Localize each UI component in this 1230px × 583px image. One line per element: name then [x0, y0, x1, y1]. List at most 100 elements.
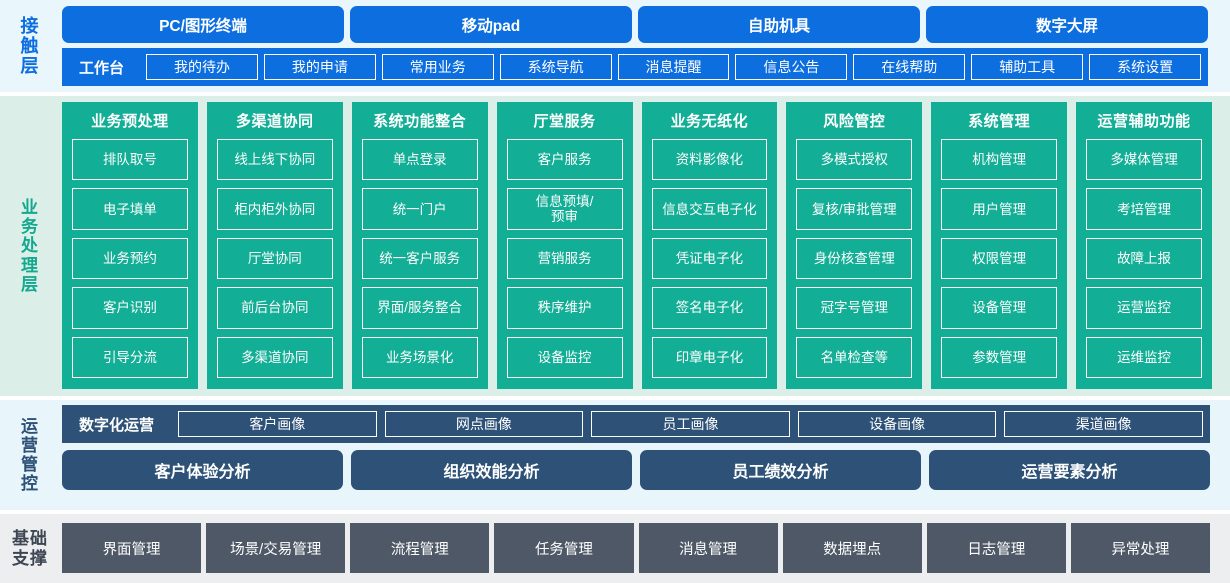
business-item[interactable]: 冠字号管理	[796, 287, 913, 329]
base-support-layer-label: 基础 支撑	[0, 514, 60, 583]
business-item[interactable]: 设备管理	[941, 287, 1058, 329]
business-label-char-0: 业	[21, 198, 39, 218]
business-item[interactable]: 排队取号	[72, 139, 188, 181]
workbench-item-system-navigation[interactable]: 系统导航	[499, 54, 612, 80]
business-item[interactable]: 印章电子化	[651, 336, 768, 379]
portrait-item-device[interactable]: 设备画像	[797, 411, 997, 437]
business-column-operation-support: 运营辅助功能 多媒体管理 考培管理 故障上报 运营监控 运维监控	[1076, 102, 1212, 389]
business-item[interactable]: 业务场景化	[361, 336, 478, 379]
business-item[interactable]: 前后台协同	[216, 287, 333, 329]
analysis-item-customer-experience[interactable]: 客户体验分析	[62, 450, 343, 490]
business-item[interactable]: 故障上报	[1086, 237, 1202, 280]
base-item-data-tracking[interactable]: 数据埋点	[782, 523, 922, 573]
business-item[interactable]: 考培管理	[1086, 188, 1202, 230]
business-label-char-1: 务	[21, 217, 39, 237]
base-item-log-management[interactable]: 日志管理	[926, 523, 1066, 573]
business-item[interactable]: 厅堂协同	[216, 237, 333, 280]
business-column-pre-processing: 业务预处理 排队取号 电子填单 业务预约 客户识别 引导分流	[62, 102, 198, 389]
column-items: 线上线下协同 柜内柜外协同 厅堂协同 前后台协同 多渠道协同	[216, 139, 333, 379]
business-item[interactable]: 电子填单	[72, 188, 188, 230]
contact-layer-label: 接 触 层	[0, 0, 60, 92]
business-item[interactable]: 信息交互电子化	[651, 188, 768, 230]
business-item[interactable]: 信息预填/ 预审	[506, 188, 623, 230]
business-layer-label: 业 务 处 理 层	[0, 96, 60, 396]
workbench-item-common-business[interactable]: 常用业务	[381, 54, 494, 80]
channel-chip-digital-screen[interactable]: 数字大屏	[926, 6, 1208, 43]
contact-label-char-0: 接	[20, 15, 40, 36]
channel-chip-pc[interactable]: PC/图形终端	[62, 6, 344, 43]
portrait-item-employee[interactable]: 员工画像	[591, 411, 790, 437]
business-item[interactable]: 名单检查等	[796, 336, 913, 379]
channel-chip-mobile-pad[interactable]: 移动pad	[350, 6, 632, 43]
business-item[interactable]: 统一客户服务	[361, 237, 478, 280]
base-label-line-0: 基础	[12, 529, 48, 549]
workbench-item-message-alert[interactable]: 消息提醒	[617, 54, 730, 80]
column-items: 机构管理 用户管理 权限管理 设备管理 参数管理	[941, 139, 1058, 379]
business-item[interactable]: 复核/审批管理	[796, 188, 913, 230]
portrait-item-channel[interactable]: 渠道画像	[1004, 411, 1203, 437]
business-item[interactable]: 机构管理	[941, 139, 1058, 181]
business-item[interactable]: 设备监控	[506, 336, 623, 379]
business-item[interactable]: 线上线下协同	[216, 139, 333, 181]
contact-layer-content: PC/图形终端 移动pad 自助机具 数字大屏 工作台 我的待办 我的申请 常用…	[60, 0, 1230, 92]
business-item[interactable]: 身份核查管理	[796, 237, 913, 280]
column-items: 多媒体管理 考培管理 故障上报 运营监控 运维监控	[1086, 139, 1202, 379]
business-item[interactable]: 用户管理	[941, 188, 1058, 230]
business-column-lobby-service: 厅堂服务 客户服务 信息预填/ 预审 营销服务 秩序维护 设备监控	[496, 102, 633, 389]
operations-label-char-3: 控	[21, 474, 39, 494]
column-items: 单点登录 统一门户 统一客户服务 界面/服务整合 业务场景化	[361, 139, 478, 379]
business-label-char-2: 处	[21, 236, 39, 256]
business-item[interactable]: 界面/服务整合	[361, 287, 478, 329]
business-item[interactable]: 业务预约	[72, 237, 188, 280]
business-item[interactable]: 凭证电子化	[651, 237, 768, 280]
workbench-item-my-todo[interactable]: 我的待办	[146, 54, 258, 80]
workbench-item-my-application[interactable]: 我的申请	[263, 54, 376, 80]
business-item[interactable]: 统一门户	[361, 188, 478, 230]
business-layer-content: 业务预处理 排队取号 电子填单 业务预约 客户识别 引导分流 多渠道协同 线上线…	[60, 96, 1230, 396]
workbench-item-announcement[interactable]: 信息公告	[735, 54, 848, 80]
business-item[interactable]: 多渠道协同	[216, 336, 333, 379]
contact-label-char-1: 触	[20, 35, 40, 56]
business-item[interactable]: 多模式授权	[796, 139, 913, 181]
digital-operations-bar: 数字化运营 客户画像 网点画像 员工画像 设备画像 渠道画像	[62, 405, 1210, 443]
business-item[interactable]: 柜内柜外协同	[216, 188, 333, 230]
base-item-message-management[interactable]: 消息管理	[638, 523, 778, 573]
portrait-item-branch[interactable]: 网点画像	[384, 411, 584, 437]
column-items: 多模式授权 复核/审批管理 身份核查管理 冠字号管理 名单检查等	[796, 139, 913, 379]
base-item-task-management[interactable]: 任务管理	[494, 523, 634, 573]
workbench-item-system-settings[interactable]: 系统设置	[1089, 54, 1202, 80]
business-item[interactable]: 参数管理	[941, 336, 1058, 379]
business-item[interactable]: 运营监控	[1086, 287, 1202, 329]
analysis-item-organization-efficiency[interactable]: 组织效能分析	[351, 450, 632, 490]
business-item[interactable]: 营销服务	[506, 237, 623, 280]
base-support-layer-content: 界面管理 场景/交易管理 流程管理 任务管理 消息管理 数据埋点 日志管理 异常…	[60, 514, 1230, 583]
business-item[interactable]: 客户识别	[72, 287, 188, 329]
column-title: 业务无纸化	[670, 113, 749, 130]
contact-label-char-2: 层	[20, 56, 40, 77]
column-title: 运营辅助功能	[1097, 113, 1191, 130]
business-layer-band: 业 务 处 理 层 业务预处理 排队取号 电子填单 业务预约 客户识别 引导分流	[0, 96, 1230, 396]
business-item[interactable]: 引导分流	[72, 336, 188, 379]
contact-layer-band: 接 触 层 PC/图形终端 移动pad 自助机具 数字大屏 工作台 我的待办 我…	[0, 0, 1230, 92]
business-item[interactable]: 运维监控	[1086, 336, 1202, 379]
channel-chip-self-service[interactable]: 自助机具	[638, 6, 920, 43]
business-item[interactable]: 多媒体管理	[1086, 139, 1202, 181]
business-item[interactable]: 客户服务	[506, 139, 623, 181]
column-items: 排队取号 电子填单 业务预约 客户识别 引导分流	[72, 139, 188, 379]
base-item-ui-management[interactable]: 界面管理	[62, 523, 202, 573]
base-item-exception-handling[interactable]: 异常处理	[1070, 523, 1210, 573]
analysis-item-employee-performance[interactable]: 员工绩效分析	[640, 450, 921, 490]
portrait-item-customer[interactable]: 客户画像	[178, 411, 377, 437]
digital-operations-title: 数字化运营	[79, 416, 155, 434]
operations-label-char-0: 运	[21, 416, 39, 436]
workbench-item-online-help[interactable]: 在线帮助	[853, 54, 966, 80]
base-item-process-management[interactable]: 流程管理	[350, 523, 490, 573]
business-item[interactable]: 单点登录	[361, 139, 478, 181]
workbench-item-aux-tools[interactable]: 辅助工具	[971, 54, 1084, 80]
base-item-scene-transaction-management[interactable]: 场景/交易管理	[206, 523, 346, 573]
business-item[interactable]: 秩序维护	[506, 287, 623, 329]
business-item[interactable]: 签名电子化	[651, 287, 768, 329]
analysis-item-operation-factors[interactable]: 运营要素分析	[929, 450, 1210, 490]
business-item[interactable]: 资料影像化	[651, 139, 768, 181]
business-item[interactable]: 权限管理	[941, 237, 1058, 280]
